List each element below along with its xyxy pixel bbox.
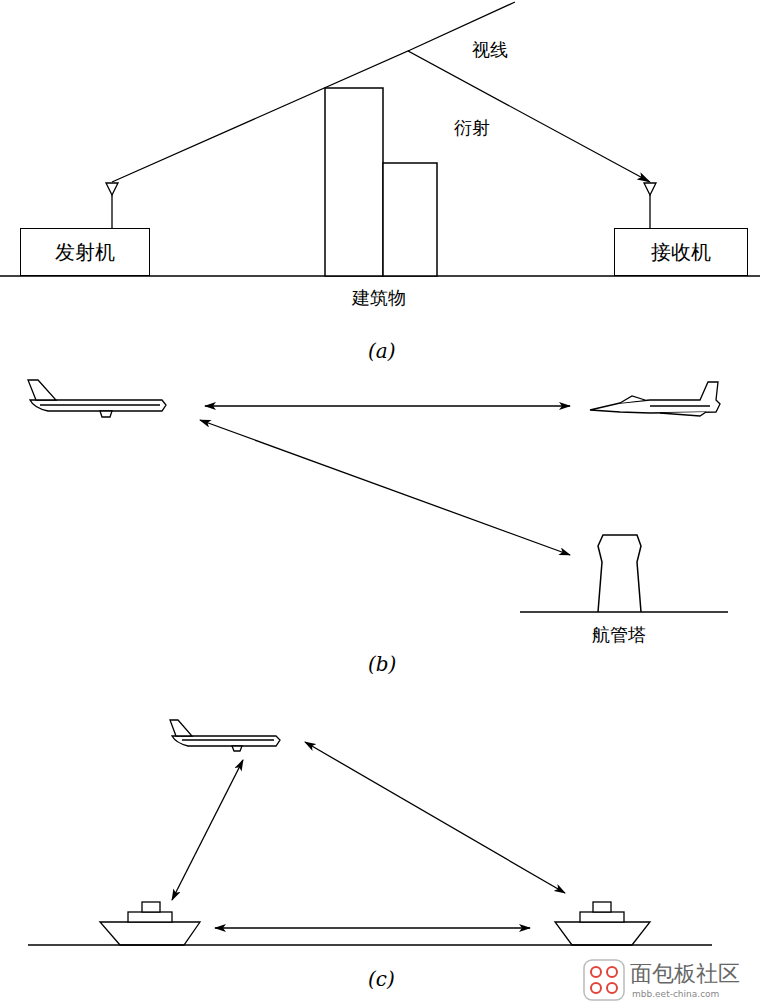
antenna-symbol — [614, 182, 748, 228]
fighter-jet — [590, 382, 720, 416]
tall-building — [325, 88, 383, 276]
signal-path — [112, 51, 650, 182]
text-label: (b) — [368, 653, 396, 675]
ship — [100, 902, 200, 945]
text-label: 视线 — [472, 40, 508, 60]
link-arrow — [200, 420, 570, 555]
control-tower — [598, 535, 641, 612]
edge-label: 衍射 — [452, 118, 492, 138]
link-arrow — [205, 405, 570, 406]
radio-station: 发射机 — [20, 182, 150, 276]
link-arrow — [305, 742, 565, 893]
ship — [555, 902, 650, 945]
radio-station: 接收机 — [614, 182, 748, 276]
ground-line — [28, 944, 712, 946]
equipment-box: 接收机 — [614, 228, 748, 276]
box-label: 发射机 — [55, 241, 115, 263]
equipment-box: 发射机 — [20, 228, 150, 276]
low-building — [383, 163, 437, 276]
text-label: (a) — [368, 340, 396, 362]
airliner — [28, 380, 166, 417]
airliner — [170, 720, 280, 751]
box-label: 接收机 — [651, 241, 711, 263]
text-label: (c) — [368, 968, 395, 990]
watermark-logo — [584, 960, 624, 1000]
text-label: 航管塔 — [592, 625, 646, 645]
link-arrow — [215, 927, 530, 928]
text-label: 面包板社区 — [630, 962, 740, 986]
text-label: 建筑物 — [352, 288, 406, 308]
link-arrow — [172, 760, 243, 900]
antenna-symbol — [20, 182, 150, 228]
ground-line — [520, 611, 728, 613]
text-label: mbb.eet-china.com — [632, 990, 719, 1000]
